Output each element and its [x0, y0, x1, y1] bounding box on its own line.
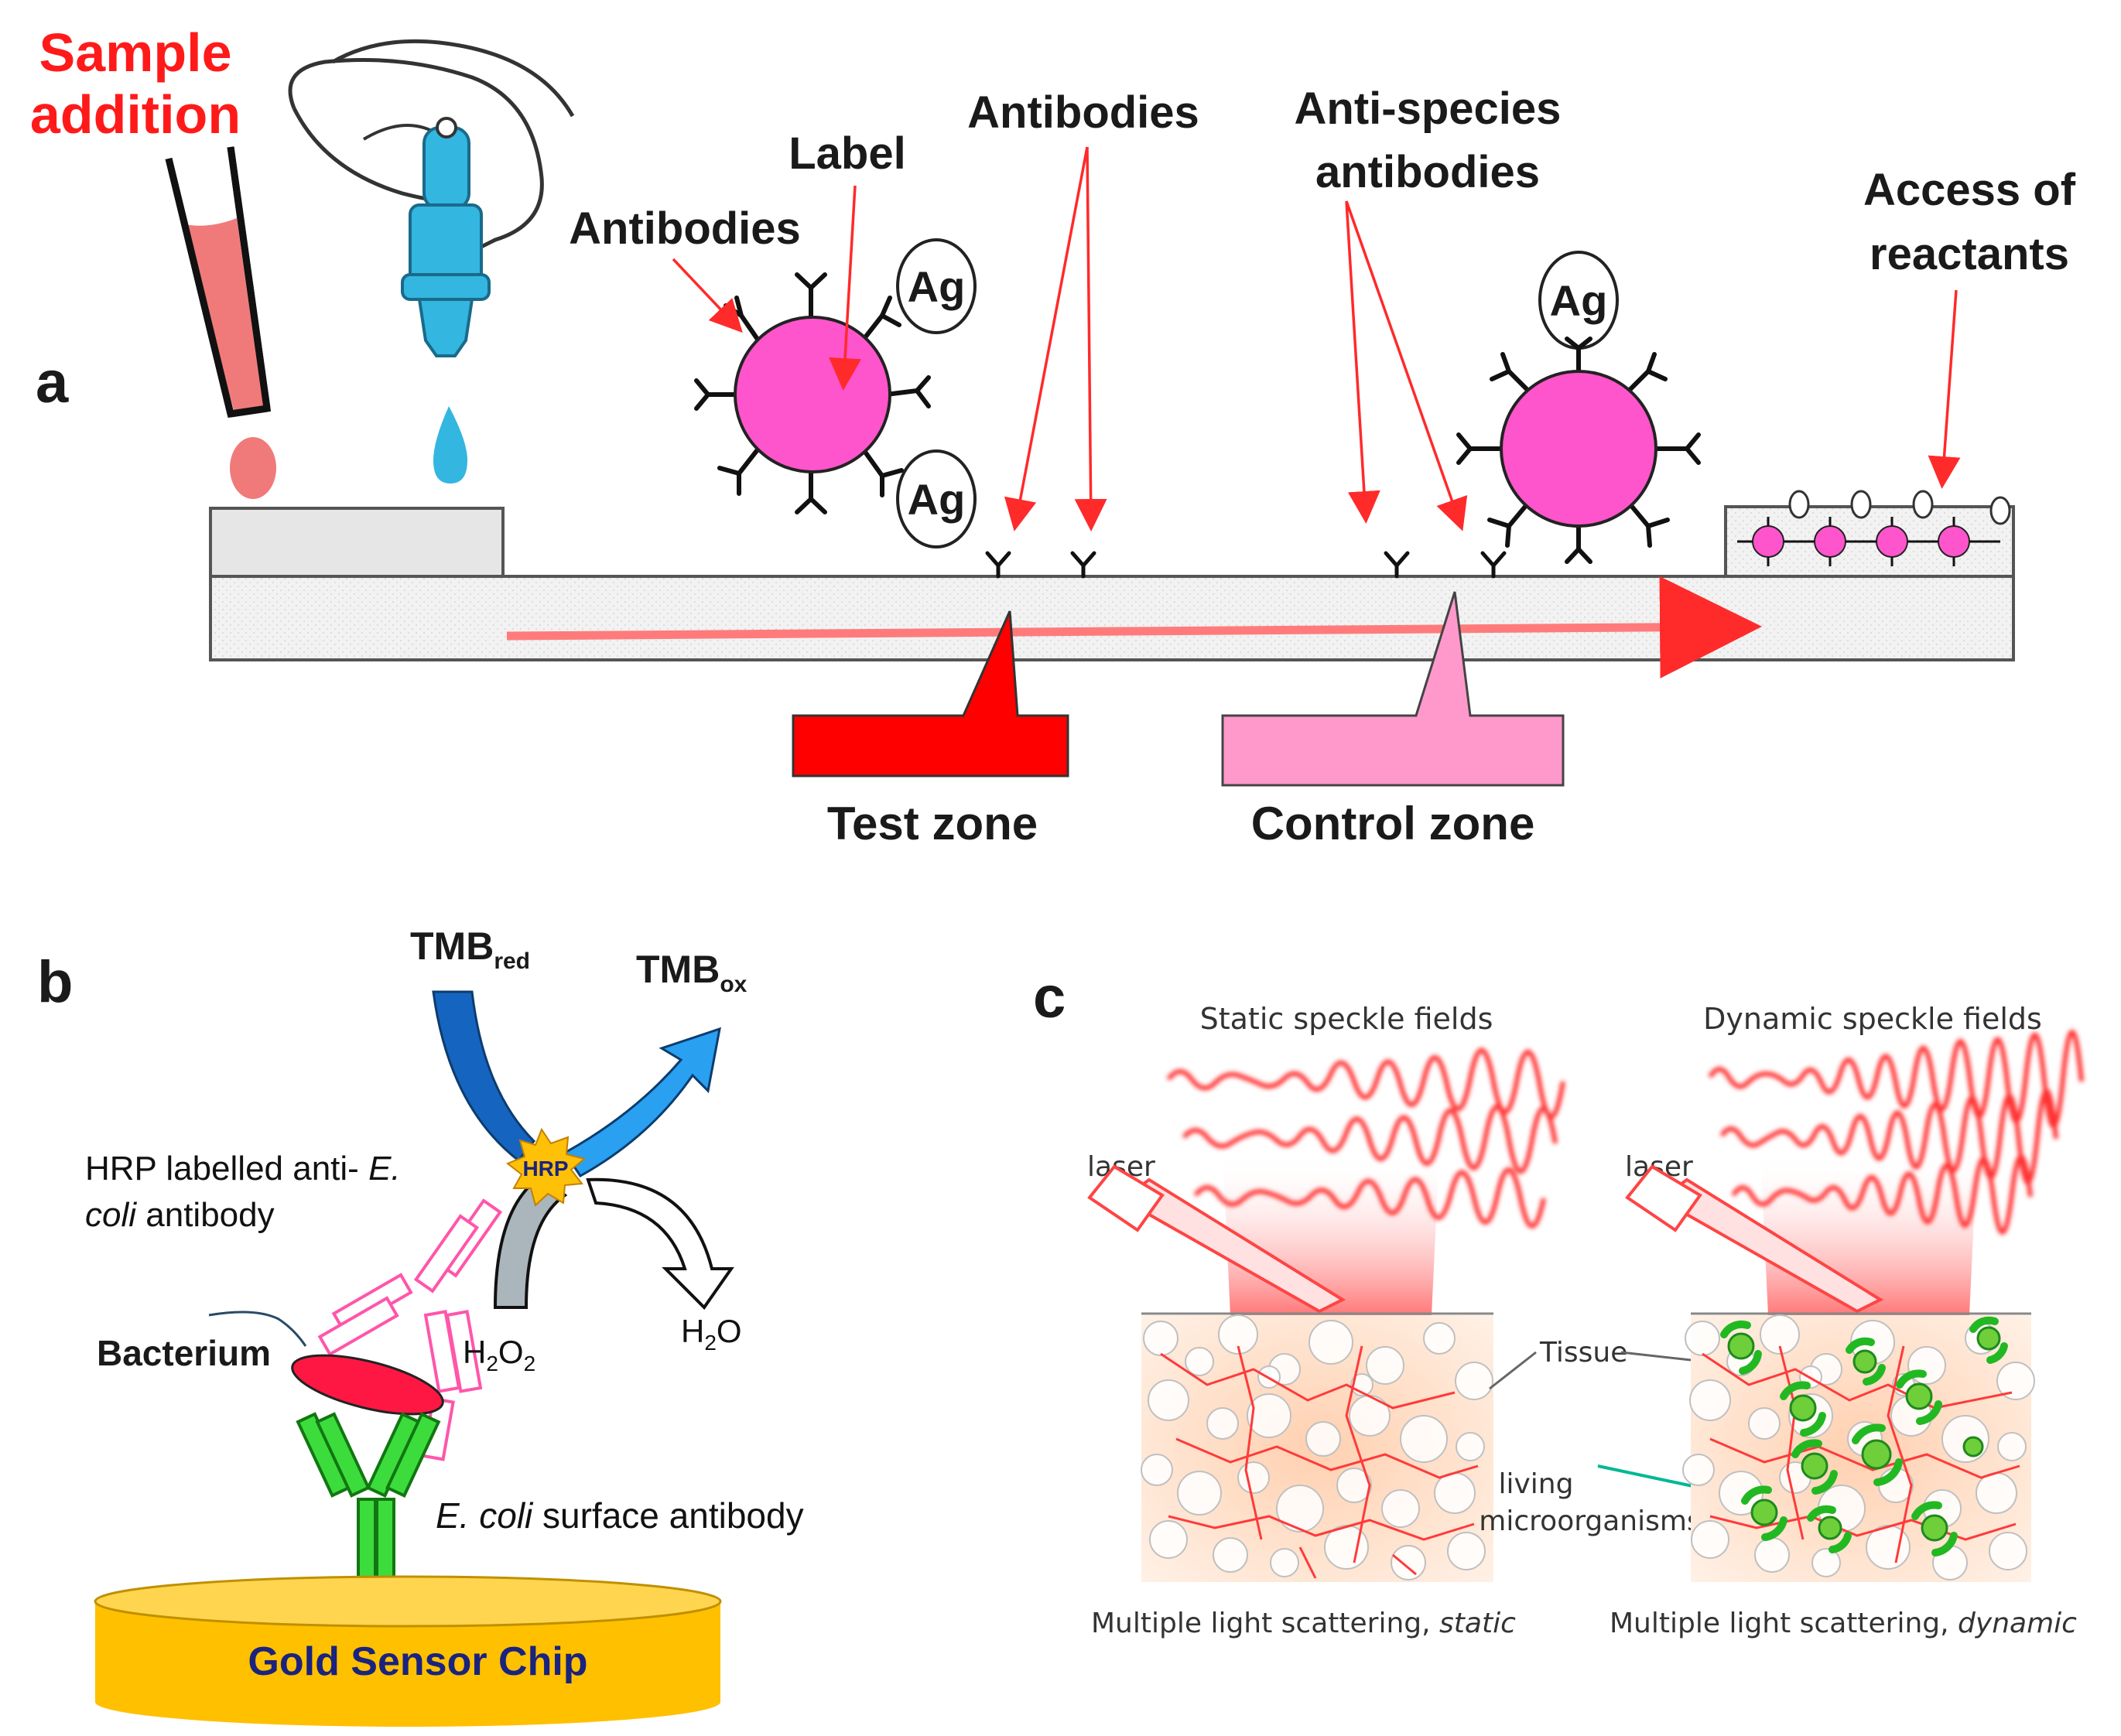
h2o2-h: H — [463, 1334, 486, 1370]
svg-text:TMBred: TMBred — [410, 924, 530, 974]
dynamic-title: Dynamic speckle fields — [1703, 1002, 2042, 1036]
gold-chip-label: Gold Sensor Chip — [248, 1639, 587, 1684]
test-strip — [209, 575, 2015, 661]
static-speckle-waves — [1166, 1047, 1565, 1229]
anti-species-label-1: Anti-species — [1295, 84, 1562, 134]
microorganisms — [1720, 1316, 2008, 1557]
surface-ab-italic: E. coli — [436, 1495, 534, 1536]
h2o-o: O — [717, 1313, 742, 1349]
h2o2-o: O — [498, 1334, 524, 1370]
control-zone-marker — [1221, 591, 1565, 787]
hrp-label: HRP — [522, 1157, 568, 1181]
tissue-static — [1141, 1314, 1493, 1582]
living-label-1: living — [1499, 1468, 1574, 1500]
control-zone-antibodies — [1386, 553, 1504, 576]
pointer-arrows — [672, 146, 1961, 531]
h2o2-in-arrow — [493, 1174, 568, 1309]
static-caption: Multiple light scattering, — [1091, 1608, 1439, 1639]
h2o2-sub2: 2 — [524, 1352, 536, 1375]
tissue-pointer-right — [1620, 1351, 1692, 1362]
sample-droplet — [230, 437, 276, 499]
test-zone-label: Test zone — [827, 798, 1038, 849]
svg-text:Multiple light scattering, sta: Multiple light scattering, static — [1091, 1608, 1516, 1639]
h2o-sub: 2 — [704, 1331, 717, 1355]
access-reactants-label-2: reactants — [1870, 229, 2069, 279]
pipette-tube-icon — [165, 146, 272, 419]
tmb-red-sub: red — [494, 948, 530, 974]
antigen-top-label: Ag — [908, 262, 966, 311]
panel-a-letter: a — [36, 350, 69, 415]
hrp-antibody — [317, 1198, 503, 1461]
dynamic-caption: Multiple light scattering, — [1610, 1608, 1958, 1639]
test-zone-antibodies — [987, 553, 1094, 576]
absorbent-pad — [1724, 490, 2015, 578]
gold-sensor-chip — [94, 1575, 722, 1727]
tmb-ox-label: TMB — [636, 948, 720, 991]
control-zone-label: Control zone — [1251, 798, 1535, 849]
sample-pad — [209, 507, 505, 578]
access-reactants-label-1: Access of — [1863, 165, 2076, 215]
laser-left-icon — [1087, 1164, 1346, 1314]
tissue-pointer-left — [1489, 1351, 1537, 1390]
panel-b: b TMBred TMBox HRP HRP labelled anti- E.… — [37, 924, 804, 1727]
svg-text:HRP labelled anti- E.: HRP labelled anti- E. — [85, 1150, 401, 1188]
svg-text:Multiple light scattering, dyn: Multiple light scattering, dynamic — [1610, 1608, 2077, 1639]
svg-text:coli antibody: coli antibody — [85, 1196, 275, 1234]
panel-b-letter: b — [37, 949, 73, 1015]
static-caption-italic: static — [1439, 1608, 1516, 1639]
panel-c: c Static speckle fields laser — [1033, 965, 2084, 1639]
label-label: Label — [789, 128, 906, 179]
hrp-labelled-text-2: antibody — [136, 1196, 275, 1234]
tmb-red-label: TMB — [410, 924, 494, 968]
antigen-mid-label: Ag — [908, 475, 966, 524]
static-title: Static speckle fields — [1200, 1002, 1493, 1036]
dynamic-speckle-waves — [1708, 1030, 2084, 1235]
antigen-mid — [896, 449, 977, 548]
antibodies-left-label: Antibodies — [569, 203, 801, 254]
antigen-right-label: Ag — [1550, 276, 1608, 325]
h2o-h: H — [681, 1313, 704, 1349]
test-zone-marker — [792, 610, 1069, 777]
tissue-label: Tissue — [1539, 1337, 1627, 1369]
tmb-ox-sub: ox — [720, 972, 747, 997]
antigen-top — [896, 238, 977, 334]
bacterium-flagellum — [208, 1311, 307, 1347]
sample-addition-label-2: addition — [30, 84, 241, 145]
hrp-labelled-text-2-italic: coli — [85, 1196, 137, 1234]
labelled-particle-right — [1456, 337, 1701, 564]
labelled-particle-left — [694, 272, 931, 514]
anti-species-label-2: antibodies — [1315, 147, 1540, 197]
laser-right-icon — [1625, 1164, 1884, 1314]
bacterium-icon — [291, 1354, 444, 1416]
svg-text:H2O2: H2O2 — [463, 1334, 535, 1375]
h2o-out-arrow — [586, 1177, 734, 1311]
h2o2-sub1: 2 — [486, 1352, 498, 1375]
svg-text:TMBox: TMBox — [636, 948, 747, 997]
svg-text:E. coli surface antibody: E. coli surface antibody — [436, 1495, 804, 1536]
tmb-red-in-arrow — [432, 990, 536, 1163]
panel-a: a Sample addition — [30, 22, 2076, 849]
hrp-enzyme-icon — [506, 1127, 587, 1207]
dynamic-caption-italic: dynamic — [1958, 1608, 2077, 1639]
dropper-droplet — [433, 406, 467, 484]
panel-c-letter: c — [1033, 965, 1066, 1030]
surface-ab-text: surface antibody — [532, 1495, 803, 1536]
svg-text:H2O: H2O — [681, 1313, 742, 1355]
flow-arrow — [506, 576, 1762, 678]
tmb-ox-out-arrow — [563, 1027, 721, 1177]
living-label-2: microorganisms — [1479, 1505, 1701, 1537]
hrp-labelled-text-1: HRP labelled anti- — [85, 1150, 368, 1188]
bacterium-label: Bacterium — [97, 1333, 271, 1373]
surface-antibody — [296, 1412, 441, 1586]
antibodies-top-label: Antibodies — [967, 87, 1199, 138]
hand-dropper-icon — [288, 39, 575, 357]
hrp-labelled-text-1-italic: E. — [368, 1150, 401, 1188]
sample-addition-label-1: Sample — [39, 22, 232, 83]
tissue-dynamic — [1682, 1314, 2035, 1582]
